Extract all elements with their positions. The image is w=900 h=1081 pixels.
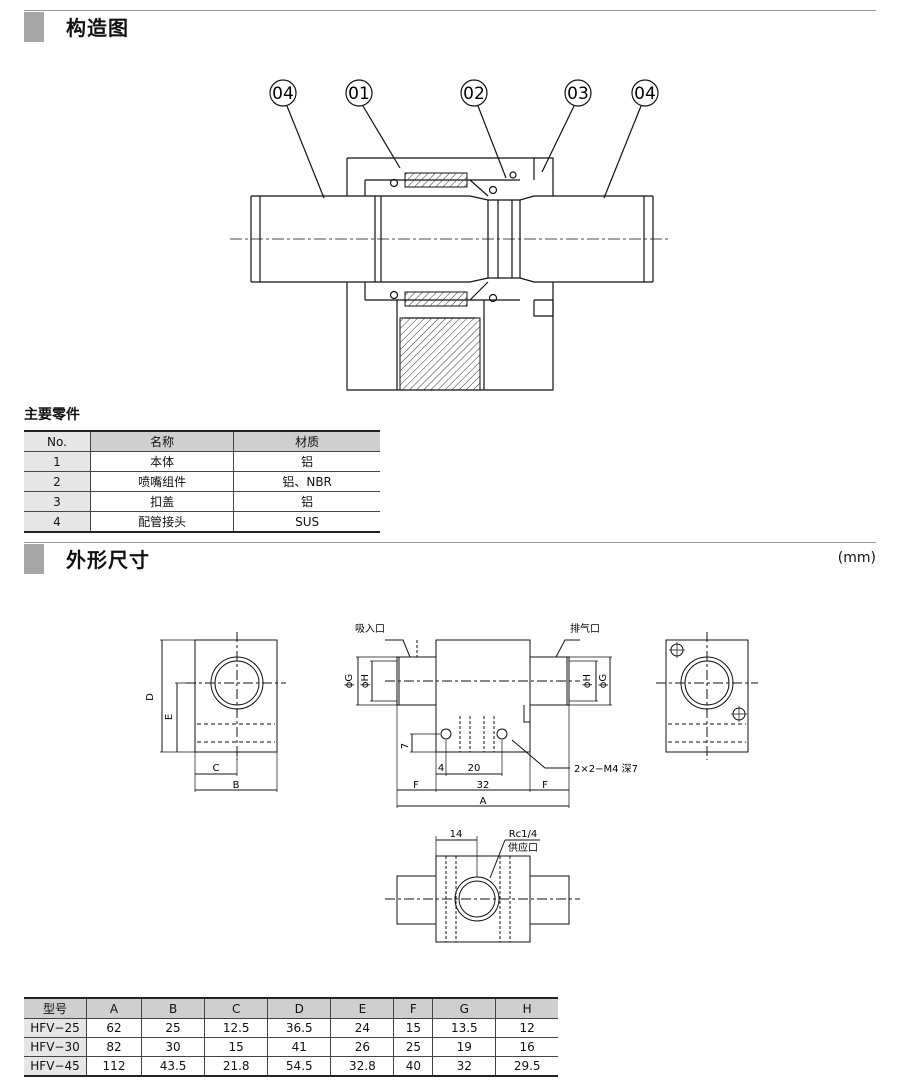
dim-cell: 15: [393, 1018, 434, 1038]
dim-cell: 21.8: [204, 1056, 269, 1077]
dim-7: 7: [400, 743, 411, 749]
dim-4: 4: [438, 763, 444, 774]
dim-20: 20: [468, 763, 481, 774]
parts-header-material: 材质: [233, 431, 380, 452]
table-row: 2 喷嘴组件 铝、NBR: [24, 471, 380, 492]
supply-size-label: Rc1/4: [509, 829, 538, 840]
part-name: 配管接头: [89, 511, 235, 533]
dims-header-row: 型号 A B C D E F G H: [24, 998, 558, 1019]
dim-cell: 15: [204, 1037, 269, 1057]
tap-label: 2×2−M4 深7: [574, 763, 638, 775]
dim-cell: 26: [330, 1037, 395, 1057]
dim-cell: 32.8: [330, 1056, 395, 1077]
dim-cell: 30: [141, 1037, 206, 1057]
dim-E: E: [164, 714, 175, 720]
dim-cell: 25: [141, 1018, 206, 1038]
dim-D: D: [145, 693, 156, 701]
dim-F-right: F: [542, 780, 548, 791]
model-cell: HFV−25: [24, 1018, 87, 1038]
table-row: HFV−45 112 43.5 21.8 54.5 32.8 40 32 29.…: [24, 1056, 558, 1077]
table-row: 3 扣盖 铝: [24, 491, 380, 512]
dim-cell: 40: [393, 1056, 434, 1077]
dims-header-cell: A: [85, 998, 143, 1019]
dim-14: 14: [450, 829, 463, 840]
dim-cell: 32: [432, 1056, 497, 1077]
dim-C: C: [213, 763, 220, 774]
dim-cell: 82: [85, 1037, 143, 1057]
dim-cell: 12: [495, 1018, 558, 1038]
callout-label: 03: [567, 84, 589, 104]
dim-cell: 112: [85, 1056, 143, 1077]
part-material: SUS: [233, 511, 380, 533]
dim-32: 32: [477, 780, 490, 791]
dim-A: A: [480, 796, 487, 807]
part-no: 3: [24, 491, 91, 512]
dim-cell: 62: [85, 1018, 143, 1038]
table-row: 1 本体 铝: [24, 451, 380, 472]
dim-cell: 12.5: [204, 1018, 269, 1038]
header-bar: [24, 12, 44, 42]
supply-label: 供应口: [508, 841, 538, 854]
part-material: 铝: [233, 491, 380, 512]
header-bar: [24, 544, 44, 574]
dim-cell: 13.5: [432, 1018, 497, 1038]
part-name: 喷嘴组件: [89, 471, 235, 492]
unit-label: (mm): [837, 550, 876, 566]
dim-cell: 24: [330, 1018, 395, 1038]
model-cell: HFV−45: [24, 1056, 87, 1077]
section-title-dimensions: 外形尺寸: [66, 548, 150, 572]
dim-cell: 54.5: [267, 1056, 332, 1077]
dim-cell: 41: [267, 1037, 332, 1057]
dims-header-cell: H: [495, 998, 558, 1019]
dim-B: B: [233, 780, 240, 791]
part-material: 铝: [233, 451, 380, 472]
dim-H-right: ϕH: [582, 674, 593, 688]
inlet-label: 吸入口: [355, 624, 385, 635]
exhaust-label: 排气口: [570, 622, 600, 635]
dimension-table: 型号 A B C D E F G H HFV−25 62 25 12.5 36.…: [24, 997, 558, 1077]
dims-header-cell: B: [141, 998, 206, 1019]
table-row: HFV−25 62 25 12.5 36.5 24 15 13.5 12: [24, 1018, 558, 1038]
dim-G-right: ϕG: [598, 674, 609, 688]
dims-header-cell: E: [330, 998, 395, 1019]
parts-header-name: 名称: [89, 431, 235, 452]
table-row: 4 配管接头 SUS: [24, 511, 380, 533]
dim-cell: 25: [393, 1037, 434, 1057]
parts-table: No. 名称 材质 1 本体 铝 2 喷嘴组件 铝、NBR 3 扣盖 铝 4 配…: [24, 430, 380, 533]
dimension-drawing: D E C B 吸入口 排气口 ϕG ϕH ϕH ϕG 7 4 20 32 F …: [145, 622, 758, 943]
table-row: HFV−30 82 30 15 41 26 25 19 16: [24, 1037, 558, 1057]
parts-title: 主要零件: [24, 407, 80, 423]
dim-cell: 29.5: [495, 1056, 558, 1077]
callout-label: 01: [348, 84, 370, 104]
dim-G-left: ϕG: [344, 674, 355, 688]
structure-drawing: 04 01 02 03 04: [230, 79, 670, 391]
dims-header-cell: F: [393, 998, 434, 1019]
dim-H-left: ϕH: [360, 674, 371, 688]
dim-cell: 16: [495, 1037, 558, 1057]
parts-header-row: No. 名称 材质: [24, 431, 380, 452]
dims-header-model: 型号: [24, 998, 87, 1019]
model-cell: HFV−30: [24, 1037, 87, 1057]
part-no: 2: [24, 471, 91, 492]
part-name: 扣盖: [89, 491, 235, 512]
dims-header-cell: G: [432, 998, 497, 1019]
dim-F-left: F: [413, 780, 419, 791]
dims-header-cell: C: [204, 998, 269, 1019]
header-rule: [24, 10, 876, 11]
dim-cell: 43.5: [141, 1056, 206, 1077]
callout-label: 02: [463, 84, 485, 104]
section-title-structure: 构造图: [66, 16, 129, 40]
parts-header-no: No.: [24, 431, 91, 452]
callout-label: 04: [634, 84, 656, 104]
header-rule: [24, 542, 876, 543]
dim-cell: 19: [432, 1037, 497, 1057]
callout-label: 04: [272, 84, 294, 104]
dims-header-cell: D: [267, 998, 332, 1019]
part-no: 4: [24, 511, 91, 533]
dim-cell: 36.5: [267, 1018, 332, 1038]
